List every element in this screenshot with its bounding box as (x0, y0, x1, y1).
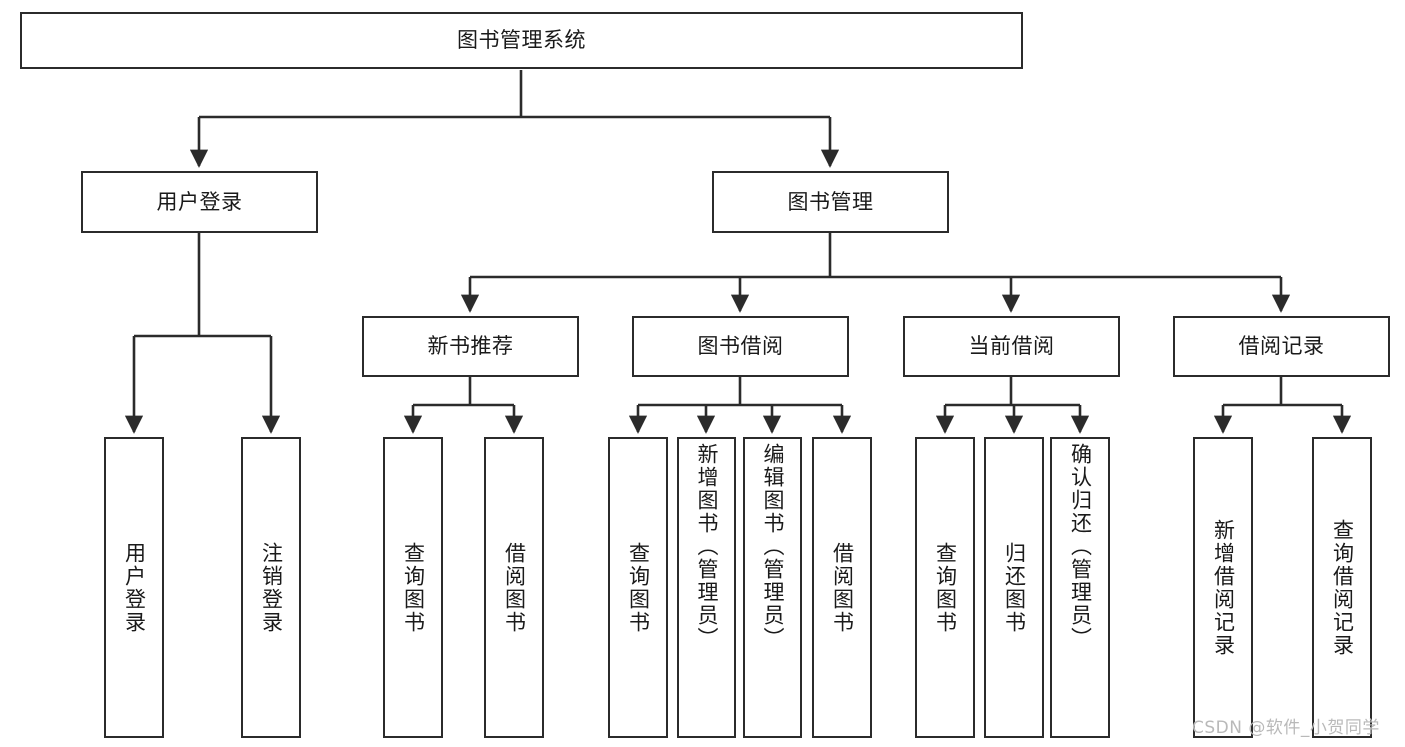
node-label: 用户登录 (122, 541, 147, 634)
leaf-query-borrow-record[interactable]: 查询借阅记录 (1312, 437, 1372, 738)
node-label: 新书推荐 (427, 334, 514, 359)
leaf-add-borrow-record[interactable]: 新增借阅记录 (1193, 437, 1253, 738)
leaf-logout[interactable]: 注销登录 (241, 437, 301, 738)
leaf-query-book-recommend[interactable]: 查询图书 (383, 437, 443, 738)
node-current-borrow[interactable]: 当前借阅 (903, 316, 1120, 377)
node-label: 新增图书（管理员） (695, 443, 719, 650)
leaf-edit-book-admin[interactable]: 编辑图书（管理员） (743, 437, 802, 738)
node-root-book-management-system[interactable]: 图书管理系统 (20, 12, 1023, 69)
node-label: 查询图书 (401, 541, 426, 634)
node-label: 借阅记录 (1238, 334, 1325, 359)
csdn-watermark: CSDN @软件_小贺同学 (1192, 718, 1380, 738)
node-new-book-recommend[interactable]: 新书推荐 (362, 316, 579, 377)
node-label: 借阅图书 (502, 541, 527, 634)
node-label: 查询借阅记录 (1330, 518, 1355, 657)
node-label: 图书管理 (787, 189, 874, 214)
leaf-return-book[interactable]: 归还图书 (984, 437, 1044, 738)
node-label: 查询图书 (626, 541, 651, 634)
leaf-confirm-return-admin[interactable]: 确认归还（管理员） (1050, 437, 1110, 738)
node-label: 用户登录 (156, 189, 243, 214)
leaf-add-book-admin[interactable]: 新增图书（管理员） (677, 437, 736, 738)
leaf-query-book-current[interactable]: 查询图书 (915, 437, 975, 738)
leaf-query-book-borrow[interactable]: 查询图书 (608, 437, 668, 738)
node-label: 归还图书 (1002, 541, 1027, 634)
node-label: 新增借阅记录 (1211, 518, 1236, 657)
leaf-borrow-book-recommend[interactable]: 借阅图书 (484, 437, 544, 738)
node-label: 当前借阅 (968, 334, 1055, 359)
node-label: 注销登录 (259, 541, 284, 634)
leaf-user-login[interactable]: 用户登录 (104, 437, 164, 738)
node-label: 编辑图书（管理员） (761, 443, 785, 650)
node-label: 确认归还（管理员） (1068, 443, 1093, 650)
node-label: 图书管理系统 (457, 28, 586, 53)
node-book-management[interactable]: 图书管理 (712, 171, 949, 233)
node-user-login[interactable]: 用户登录 (81, 171, 318, 233)
node-book-borrow[interactable]: 图书借阅 (632, 316, 849, 377)
node-label: 图书借阅 (697, 334, 784, 359)
node-label: 查询图书 (933, 541, 958, 634)
node-borrow-record[interactable]: 借阅记录 (1173, 316, 1390, 377)
leaf-borrow-book[interactable]: 借阅图书 (812, 437, 872, 738)
node-label: 借阅图书 (830, 541, 855, 634)
